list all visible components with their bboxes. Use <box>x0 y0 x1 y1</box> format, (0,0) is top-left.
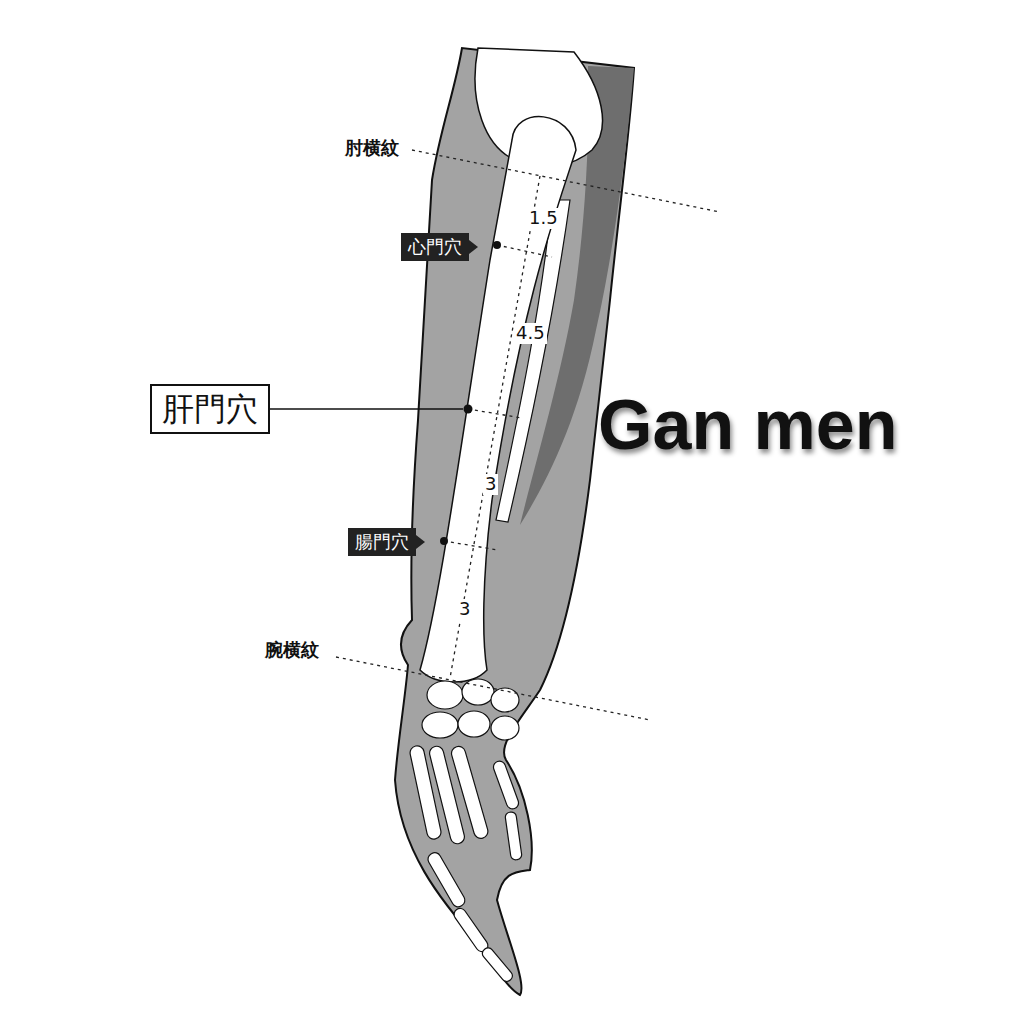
point-tick <box>444 541 498 550</box>
distance-number: 4.5 <box>514 323 547 344</box>
acupoint-dot <box>440 537 448 545</box>
crease-label: 肘横紋 <box>345 138 399 159</box>
distance-number: 3 <box>457 599 472 620</box>
point-tick <box>468 409 522 418</box>
acupoint-dot <box>493 241 501 249</box>
point-label: 腸門穴 <box>355 531 409 553</box>
point-tag: 心門穴 <box>401 233 469 261</box>
distance-number: 1.5 <box>527 208 560 229</box>
acupoint-dot <box>464 405 473 414</box>
point-label: 肝門穴 <box>162 390 258 428</box>
point-tag: 腸門穴 <box>348 528 416 556</box>
point-label: 心門穴 <box>408 236 462 258</box>
radius-bone <box>420 117 576 682</box>
carpal-bones <box>422 679 519 740</box>
finger-bones <box>409 745 522 984</box>
elbow-crease <box>412 150 720 212</box>
distance-number: 3 <box>483 474 498 495</box>
point-tick <box>497 245 552 257</box>
leader-line <box>270 408 463 410</box>
pointer-triangle <box>469 240 478 254</box>
point-name: Gan men <box>598 385 898 466</box>
pointer-triangle <box>416 535 425 549</box>
crease-label: 腕横紋 <box>265 640 319 661</box>
arm-outline <box>395 48 634 995</box>
point-name-box: 肝門穴 <box>150 384 270 434</box>
wrist-crease <box>336 657 650 720</box>
